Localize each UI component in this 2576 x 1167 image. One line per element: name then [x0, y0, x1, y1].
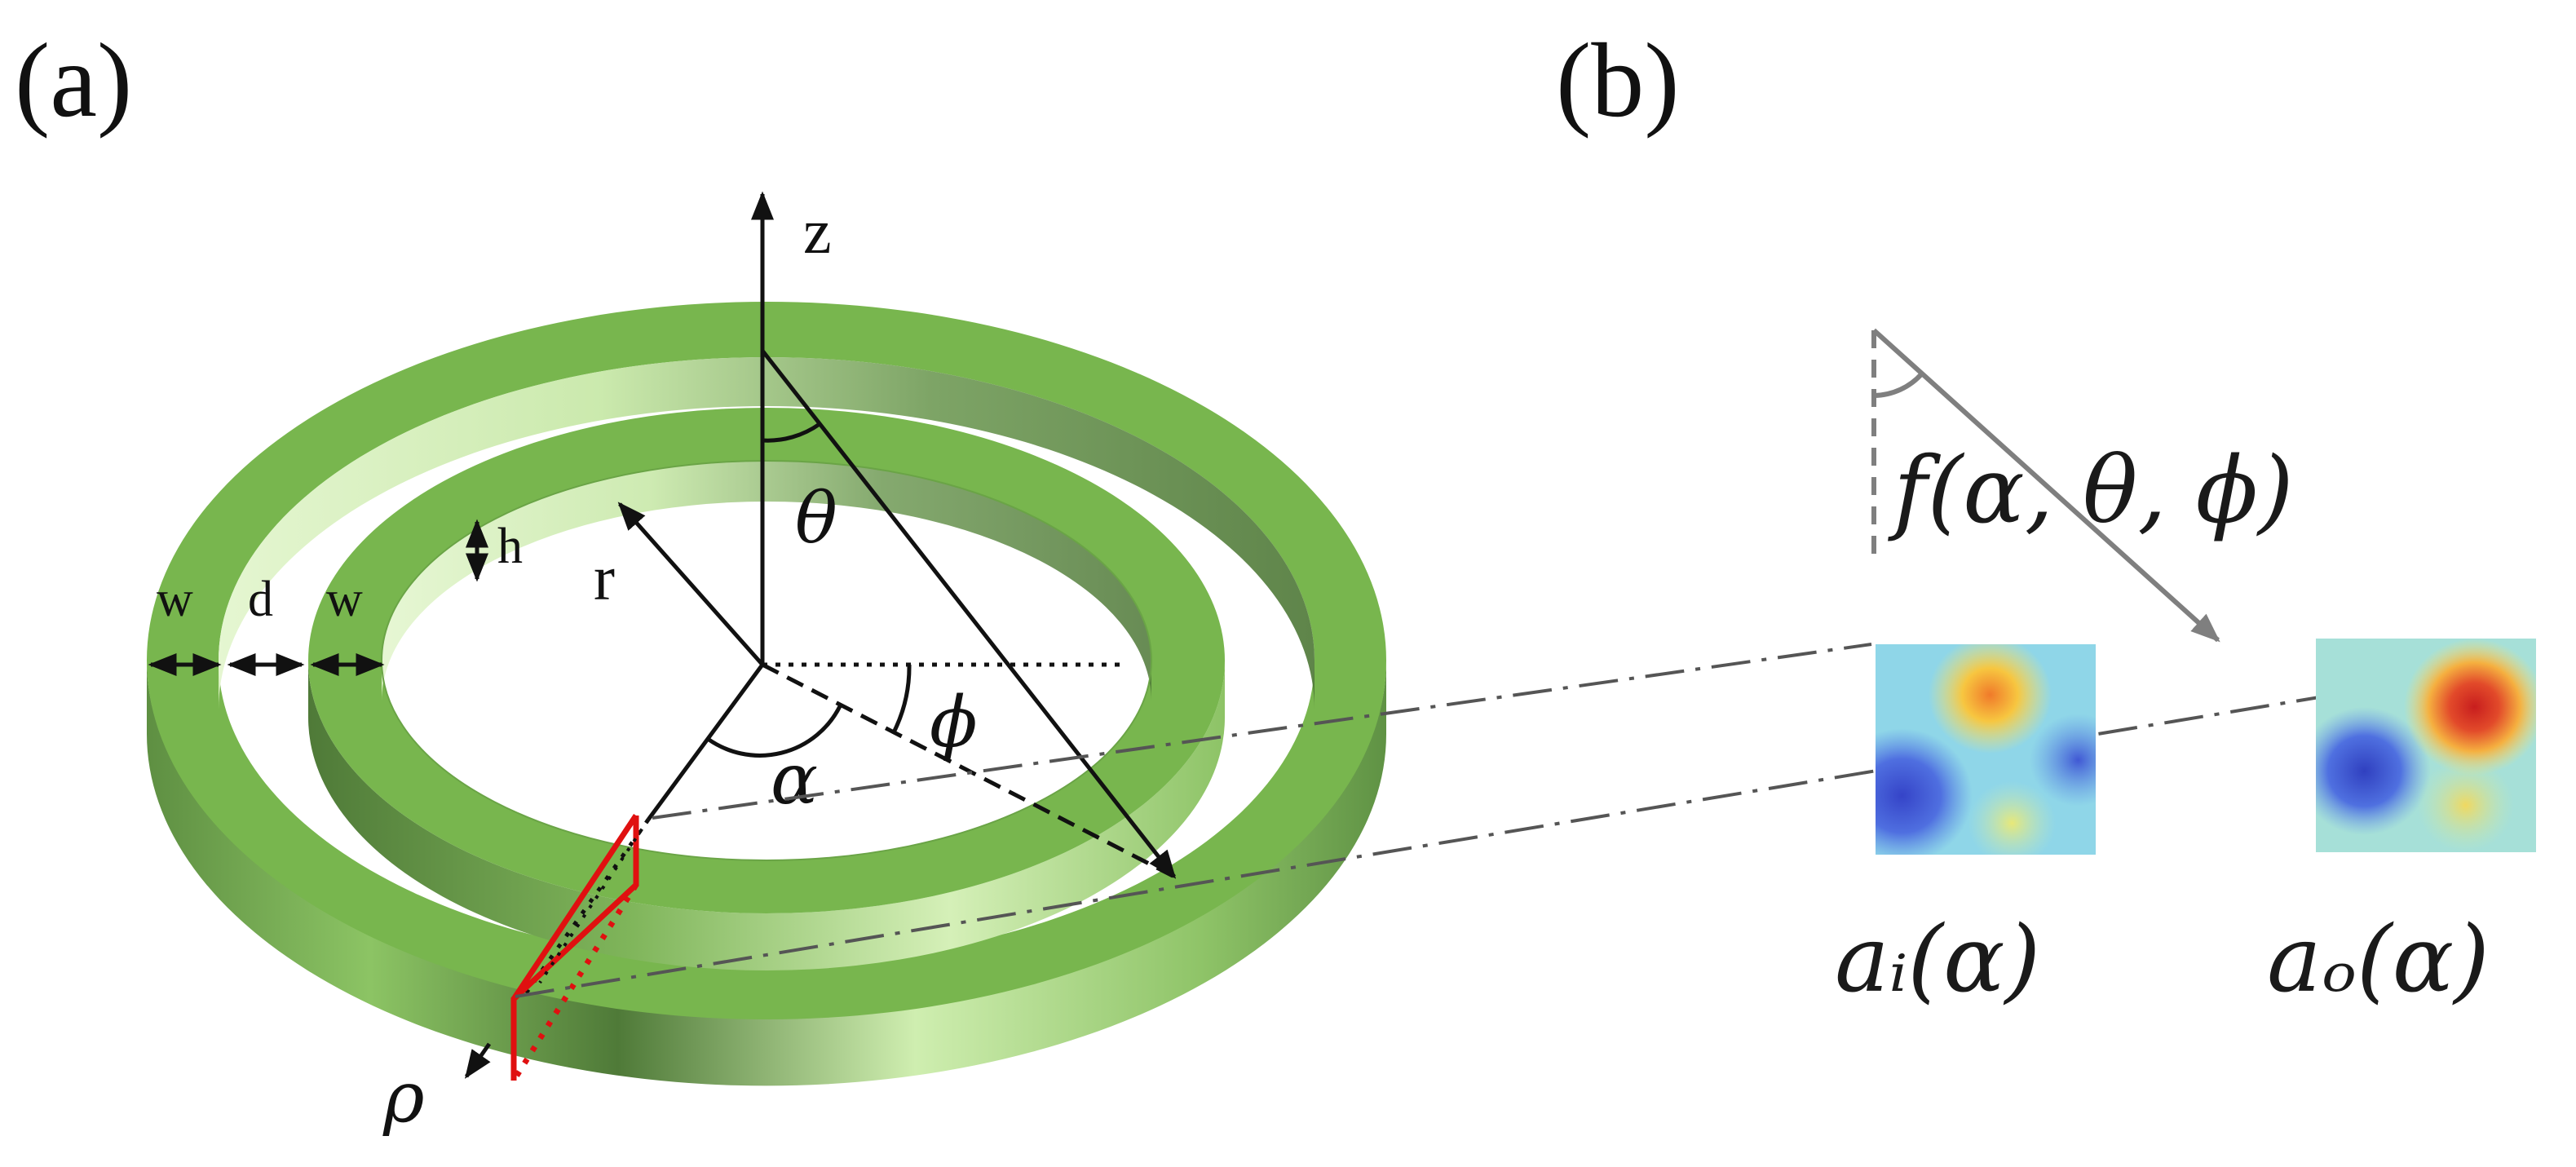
projection-lines — [515, 643, 2541, 998]
rho-axis-tip — [464, 1042, 492, 1079]
projection-line-inner — [652, 643, 1872, 820]
phi-arc — [890, 664, 912, 736]
cross-section-cut — [510, 814, 639, 1082]
panel-b-label: (b) — [1556, 22, 1680, 139]
incidence-angle-arc — [1873, 371, 1924, 398]
outer-ring-wall — [147, 661, 1386, 1086]
w-inner-label: w — [326, 572, 363, 627]
outer-ring-inner-wall — [219, 357, 1315, 709]
r-axis-label: r — [594, 542, 615, 613]
d-label: d — [248, 572, 273, 627]
cut-dotted — [511, 883, 638, 1082]
w-outer-label: w — [157, 572, 193, 627]
cut-solid — [510, 816, 639, 1081]
output-map-label: aₒ(α) — [2267, 907, 2490, 1013]
rho-axis-label: ρ — [382, 1057, 425, 1138]
input-heatmap — [1876, 644, 2096, 855]
cut-top — [511, 814, 638, 1001]
theta-label: θ — [795, 478, 837, 559]
rho-axis-solid — [646, 663, 765, 821]
projection-line-outer — [515, 659, 2541, 998]
inner-ring-inner-wall — [382, 461, 1151, 701]
z-axis-label: z — [803, 196, 832, 267]
phi-label: ϕ — [930, 682, 978, 763]
output-heatmap — [2316, 639, 2536, 852]
ring-resonator — [147, 302, 1386, 1086]
alpha-label: α — [771, 739, 818, 820]
incident-arrow — [1871, 328, 2220, 643]
dimension-markers — [148, 519, 488, 676]
function-label: f(α, θ, ϕ) — [1888, 438, 2294, 544]
r-axis — [617, 502, 764, 666]
phi-projection — [761, 662, 1176, 879]
alpha-arc — [706, 705, 842, 758]
transfer-function-diagram — [1871, 328, 2220, 643]
panel-a-label: (a) — [15, 22, 132, 139]
k-vector — [761, 349, 1177, 879]
input-map-label: aᵢ(α) — [1835, 907, 2040, 1013]
theta-arc — [762, 422, 821, 443]
h-label: h — [497, 519, 523, 574]
inner-ring-wall — [308, 661, 1225, 970]
